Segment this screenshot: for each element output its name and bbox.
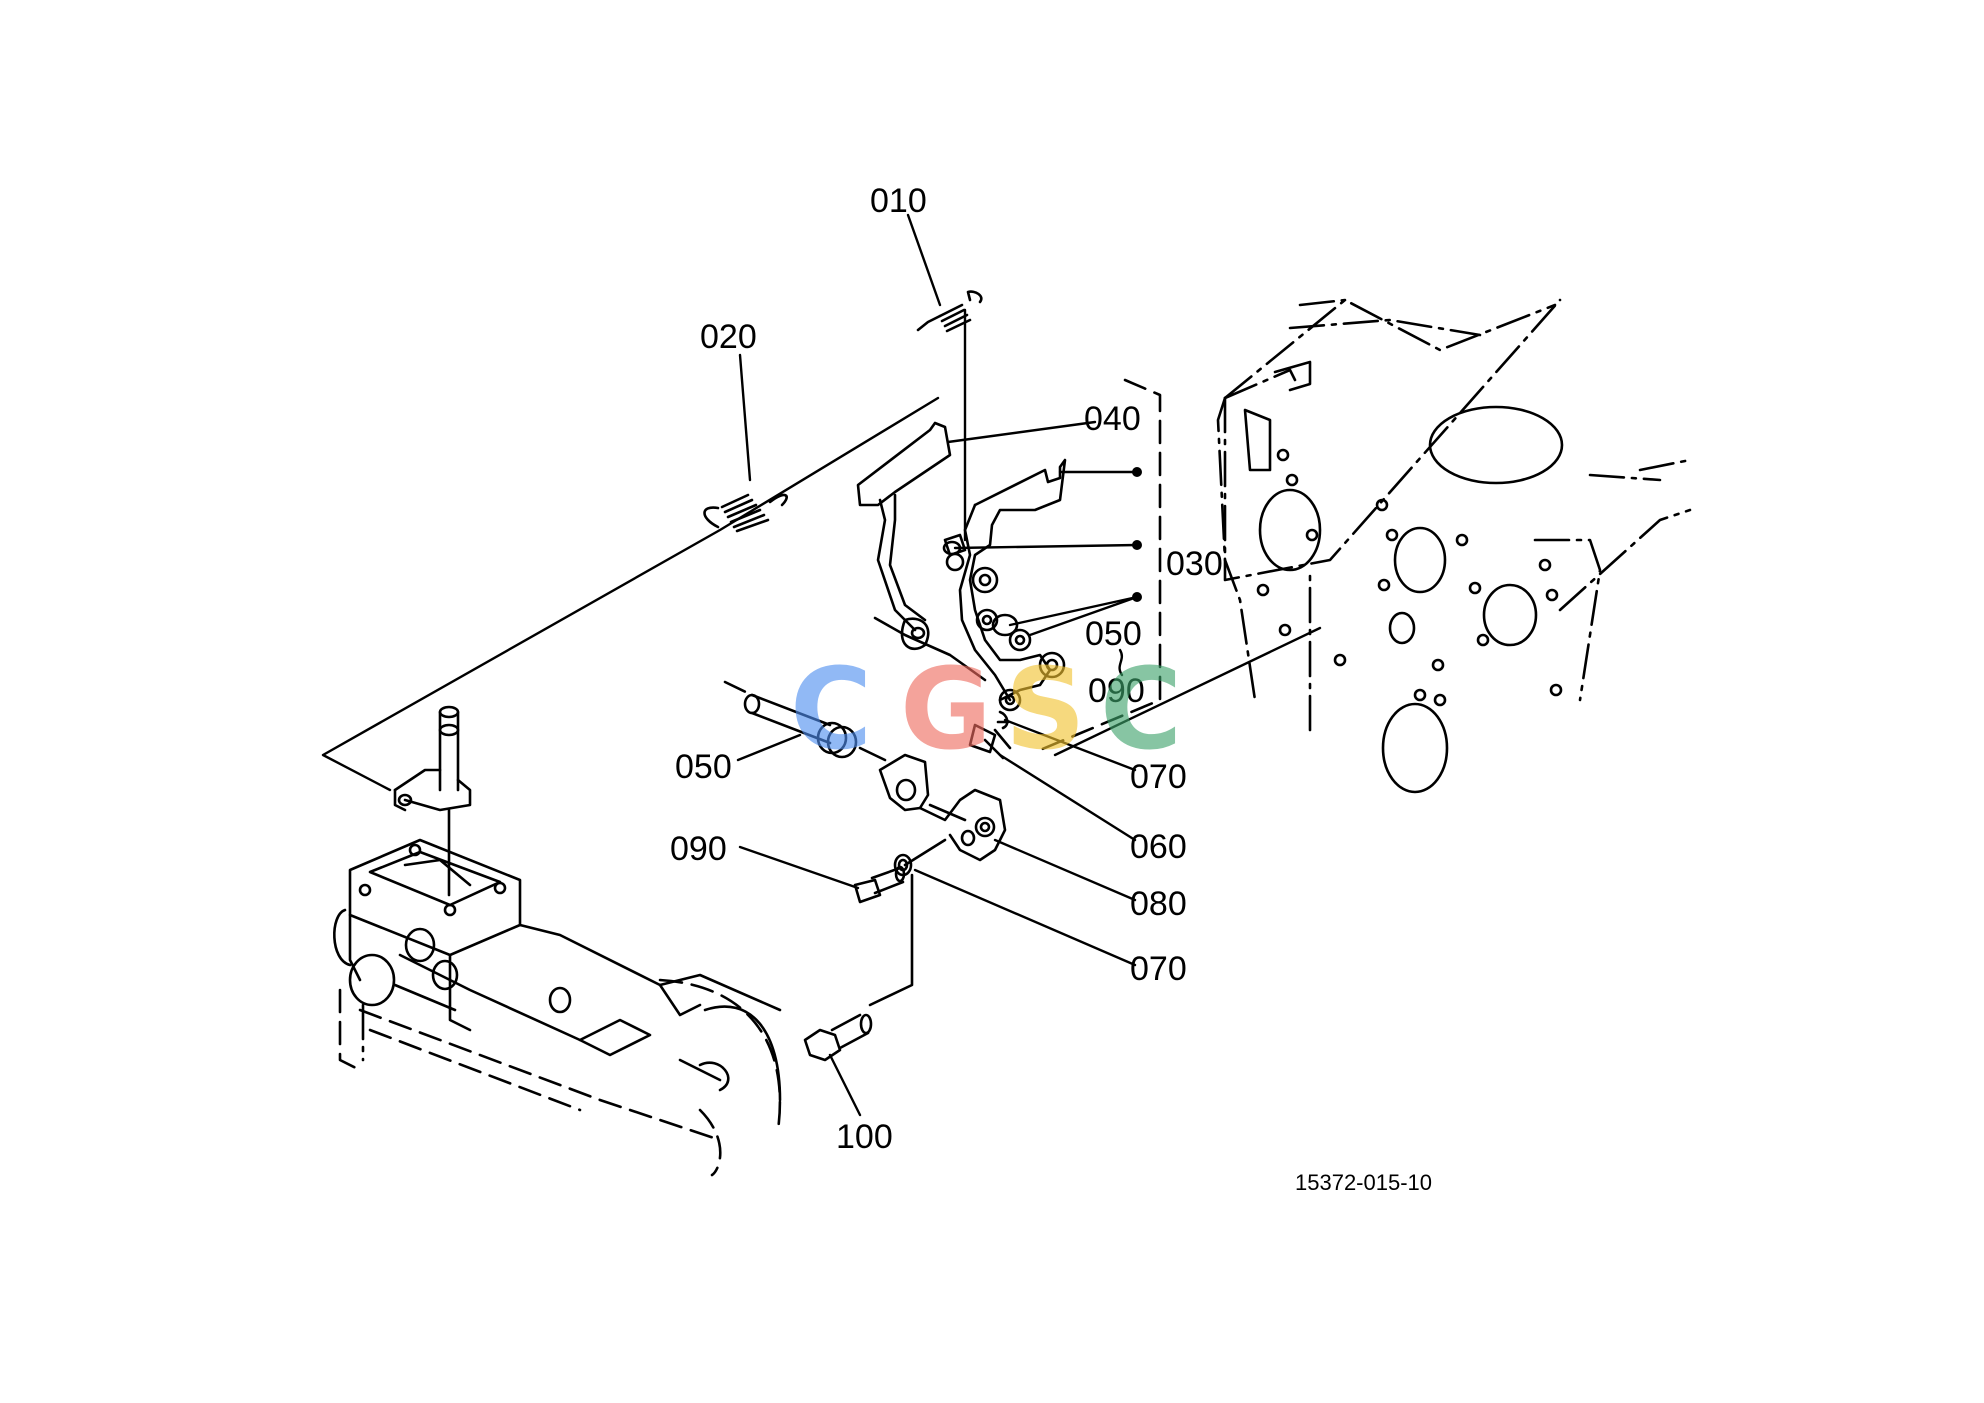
spring-010: [916, 290, 983, 542]
washer-070-lower: [868, 838, 947, 1007]
callout-050-upper: 050: [1085, 615, 1142, 653]
callout-050-lower: 050: [675, 748, 732, 786]
leader-030-c: [1028, 595, 1139, 637]
callout-070-lower: 070: [1130, 950, 1187, 988]
leader-050-lower: [736, 733, 802, 762]
leader-dots-030: [1132, 467, 1142, 602]
spring-020: [703, 493, 788, 533]
figure-number: 15372-015-10: [1295, 1170, 1432, 1195]
callout-040: 040: [1084, 400, 1141, 438]
callout-090-upper: 090: [1088, 672, 1145, 710]
callout-100: 100: [836, 1118, 893, 1156]
leader-030-d: [1008, 595, 1139, 627]
link-line-housing: [1053, 626, 1322, 757]
pump-base-outline: [333, 838, 782, 1177]
leader-090-lower: [738, 845, 860, 890]
callout-080: 080: [1130, 885, 1187, 923]
callout-020: 020: [700, 318, 757, 356]
leader-080: [993, 838, 1137, 902]
leader-030-b: [953, 543, 1139, 550]
callout-060: 060: [1130, 828, 1187, 866]
bolt-100: [803, 1013, 873, 1062]
watermark-letter-1: C: [790, 645, 872, 775]
engine-housing-outline: [1216, 298, 1692, 794]
watermark-letter-4: C: [1100, 645, 1182, 775]
leader-010: [906, 213, 942, 307]
leader-070-lower: [913, 868, 1137, 967]
fork-080: [878, 753, 1007, 862]
callout-030: 030: [1166, 545, 1223, 583]
leader-060: [998, 753, 1137, 842]
leader-020: [738, 353, 752, 482]
leader-070-upper: [1003, 718, 1137, 772]
watermark-letter-2: G: [900, 645, 992, 775]
bracket-030: [1038, 378, 1162, 752]
callout-010: 010: [870, 182, 927, 220]
leader-100: [828, 1053, 862, 1117]
lever-040: [856, 421, 987, 682]
callout-070-upper: 070: [1130, 758, 1187, 796]
shaft-lever-outline: [393, 705, 472, 897]
leader-040: [946, 420, 1097, 444]
watermark-logo: C G S C: [790, 645, 1182, 775]
leader-050-upper: [1118, 648, 1124, 677]
link-line-020: [321, 396, 940, 792]
watermark-letter-3: S: [1005, 645, 1086, 775]
callout-090-lower: 090: [670, 830, 727, 868]
pin-050: [723, 680, 887, 762]
